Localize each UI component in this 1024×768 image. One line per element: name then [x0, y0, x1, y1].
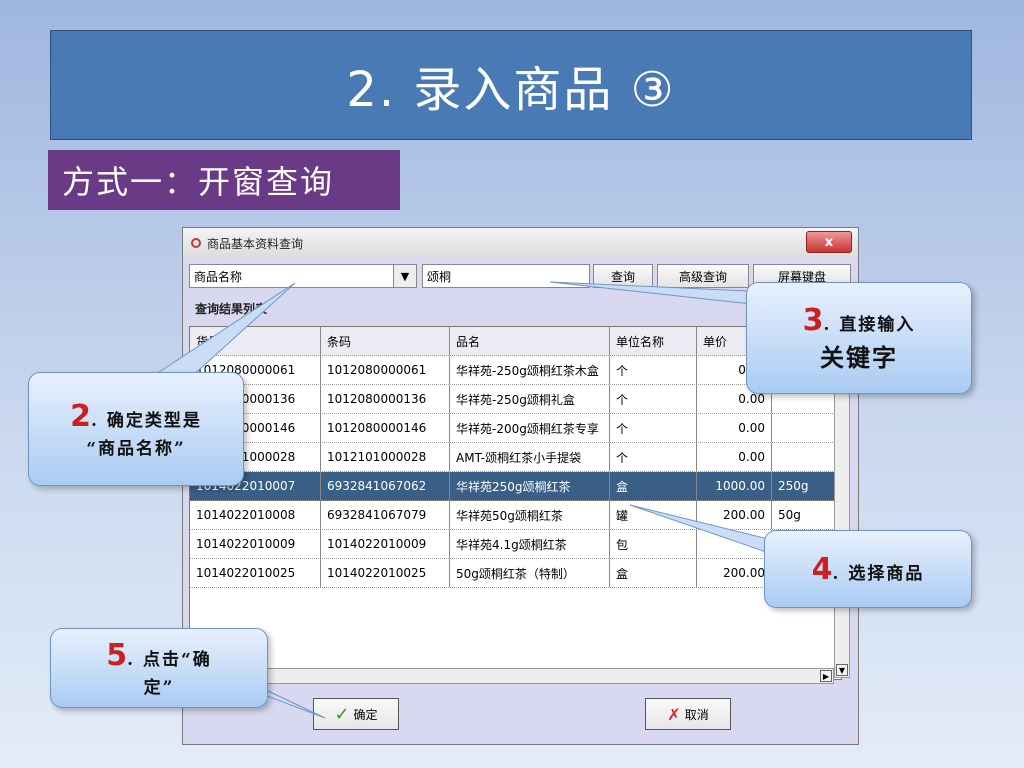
table-cell: 华祥苑-250g颂桐红茶木盒: [450, 356, 610, 384]
callout-2-line2: “商品名称”: [86, 439, 186, 459]
table-cell: 个: [610, 443, 697, 471]
chevron-down-icon[interactable]: ▼: [393, 265, 416, 287]
advanced-query-label: 高级查询: [678, 269, 727, 284]
callout-2-line1: . 确定类型是: [91, 411, 202, 431]
check-icon: ✓: [334, 703, 350, 725]
table-cell: 200.00: [697, 501, 772, 529]
window-titlebar[interactable]: 商品基本资料查询 x: [183, 228, 858, 258]
slide-subtitle-text: 方式一：开窗查询: [62, 163, 335, 201]
callout-4: 4. 选择商品: [764, 530, 972, 608]
callout-4-line1: . 选择商品: [832, 563, 925, 584]
table-cell: 1014022010025: [321, 559, 450, 587]
search-toolbar: 商品名称 ▼ 查询 高级查询 屏幕键盘: [189, 264, 852, 292]
callout-2: 2. 确定类型是 “商品名称”: [28, 372, 244, 486]
col-header[interactable]: 条码: [321, 327, 450, 355]
ok-button[interactable]: ✓ 确定: [313, 698, 399, 730]
cancel-button-label: 取消: [684, 707, 709, 722]
table-cell: 华祥苑50g颂桐红茶: [450, 501, 610, 529]
table-cell: 华祥苑4.1g颂桐红茶: [450, 530, 610, 558]
table-cell: 1014022010008: [190, 501, 321, 529]
table-cell: 华祥苑250g颂桐红茶: [450, 472, 610, 500]
callout-4-number: 4: [811, 551, 833, 587]
table-cell: 个: [610, 385, 697, 413]
search-type-value: 商品名称: [194, 269, 243, 284]
callout-4-pointer: [629, 504, 773, 555]
table-cell: 1014022010025: [190, 559, 321, 587]
table-cell: 1012080000146: [321, 414, 450, 442]
table-cell: 个: [610, 356, 697, 384]
table-cell: 50g颂桐红茶（特制）: [450, 559, 610, 587]
table-cell: 0.00: [697, 414, 772, 442]
slide-title-banner: 2. 录入商品 ③: [50, 30, 972, 140]
close-icon: x: [824, 234, 834, 250]
scroll-down-icon[interactable]: ▼: [836, 664, 848, 676]
scroll-right-icon[interactable]: ▶: [820, 670, 832, 682]
ok-button-label: 确定: [353, 707, 378, 722]
table-cell: 1014022010009: [321, 530, 450, 558]
callout-5: 5. 点击“确 定”: [50, 628, 268, 708]
query-button[interactable]: 查询: [593, 264, 653, 288]
table-cell: 1012101000028: [321, 443, 450, 471]
callout-5-number: 5: [106, 638, 128, 673]
callout-5-line2: 定”: [143, 678, 175, 698]
app-icon: [191, 238, 201, 248]
table-cell: 华祥苑-250g颂桐礼盒: [450, 385, 610, 413]
table-cell: 6932841067062: [321, 472, 450, 500]
table-cell: AMT-颂桐红茶小手提袋: [450, 443, 610, 471]
callout-3: 3. 直接输入 关键字: [746, 282, 972, 394]
table-cell: 0.00: [697, 443, 772, 471]
table-cell: 1012080000061: [321, 356, 450, 384]
product-query-window: 商品基本资料查询 x 商品名称 ▼ 查询 高级查询 屏幕键盘 查询结果列表 货号…: [182, 227, 859, 745]
callout-5-line1: . 点击“确: [127, 650, 212, 670]
grid-header: 货号 条码 品名 单位名称 单价: [190, 327, 841, 356]
table-cell: 1014022010009: [190, 530, 321, 558]
callout-3-number: 3: [802, 303, 824, 338]
slide-subtitle: 方式一：开窗查询: [48, 150, 400, 210]
table-cell: 0.00: [697, 385, 772, 413]
col-header[interactable]: 品名: [450, 327, 610, 355]
close-button[interactable]: x: [806, 231, 852, 253]
col-header[interactable]: 单位名称: [610, 327, 697, 355]
table-cell: 6932841067079: [321, 501, 450, 529]
table-cell: 个: [610, 414, 697, 442]
window-title: 商品基本资料查询: [207, 236, 304, 251]
cross-icon: ✗: [667, 704, 681, 724]
screen-keyboard-label: 屏幕键盘: [777, 269, 826, 284]
callout-2-pointer: [148, 282, 296, 379]
table-cell: 罐: [610, 501, 697, 529]
horizontal-scrollbar[interactable]: ▶: [189, 668, 834, 684]
table-cell: 华祥苑-200g颂桐红茶专享: [450, 414, 610, 442]
table-cell: 盒: [610, 472, 697, 500]
table-cell: 250g: [778, 479, 809, 493]
result-list-label: 查询结果列表: [195, 302, 268, 316]
callout-3-pointer: [549, 281, 771, 307]
slide-title: 2. 录入商品 ③: [346, 62, 676, 118]
callout-3-line2: 关键字: [820, 343, 898, 372]
cancel-button[interactable]: ✗ 取消: [645, 698, 731, 730]
advanced-query-button[interactable]: 高级查询: [657, 264, 749, 288]
callout-3-line1: . 直接输入: [823, 315, 916, 335]
table-cell: 50g: [778, 508, 801, 522]
result-grid[interactable]: 货号 条码 品名 单位名称 单价 10120800000611012080000…: [189, 326, 842, 680]
table-cell: 1000.00: [697, 472, 772, 500]
table-cell: 包: [610, 530, 697, 558]
callout-2-number: 2: [70, 399, 92, 434]
table-cell: 盒: [610, 559, 697, 587]
query-button-label: 查询: [610, 269, 635, 284]
search-type-select[interactable]: 商品名称 ▼: [189, 264, 417, 288]
table-cell: 1012080000136: [321, 385, 450, 413]
keyword-input[interactable]: [422, 264, 590, 288]
